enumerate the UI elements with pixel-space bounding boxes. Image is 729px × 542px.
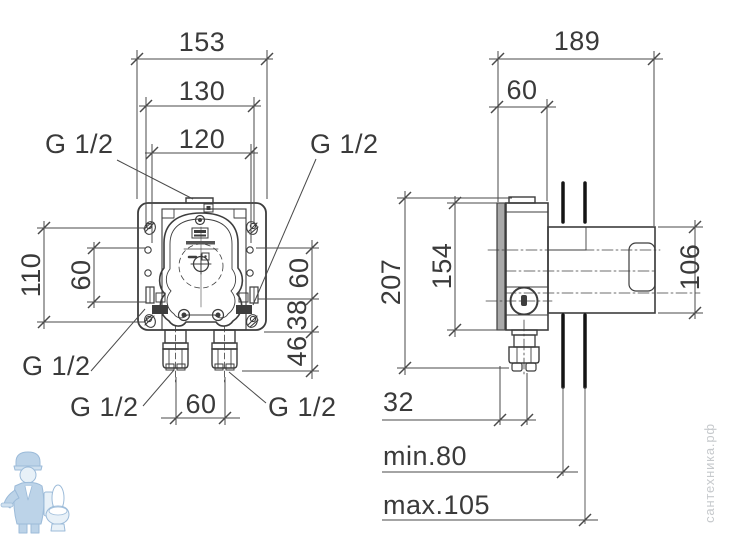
dim-front-width-screws: 130 xyxy=(179,76,226,106)
front-view-dimensions xyxy=(37,50,319,425)
port-label-mid-left: G 1/2 xyxy=(22,351,91,381)
outlet-pipe-left xyxy=(162,329,189,371)
port-label-top: G 1/2 xyxy=(45,129,114,159)
dim-front-height-holes: 60 xyxy=(66,259,96,290)
dim-front-outlet-spacing: 60 xyxy=(185,389,216,419)
dim-side-depth-max: max.105 xyxy=(383,490,490,520)
port-label-bottom-right: G 1/2 xyxy=(268,392,337,422)
side-port-left xyxy=(145,286,168,314)
watermark-plumber-mascot xyxy=(0,451,70,534)
dim-side-outlet-offset: 32 xyxy=(383,387,414,417)
dim-side-height-body: 154 xyxy=(427,243,457,290)
side-outlet-pipe xyxy=(508,329,540,372)
dim-front-right-38: 38 xyxy=(282,299,312,330)
dimension-labels: 153 130 120 G 1/2 G 1/2 110 60 60 38 46 … xyxy=(16,26,705,520)
dim-side-depth-min: min.80 xyxy=(383,441,467,471)
dim-front-width-outer: 153 xyxy=(179,27,226,57)
dim-side-block-height: 106 xyxy=(675,244,705,291)
port-label-right: G 1/2 xyxy=(310,129,379,159)
port-label-bottom-left: G 1/2 xyxy=(70,392,139,422)
side-view-dimensions xyxy=(382,51,703,527)
dim-front-right-60: 60 xyxy=(284,257,314,288)
watermark-site-text: сантехника.рф xyxy=(702,423,717,523)
dim-side-depth-front: 60 xyxy=(506,75,537,105)
dim-front-height-screws: 110 xyxy=(16,253,46,298)
side-view-body xyxy=(485,196,701,378)
dim-side-height-total: 207 xyxy=(376,259,406,306)
corner-screws xyxy=(143,221,259,328)
brand-plate-marks xyxy=(183,227,219,261)
dim-front-right-46: 46 xyxy=(282,335,312,366)
dim-front-width-holes: 120 xyxy=(179,124,226,154)
front-view-body xyxy=(137,197,267,383)
dim-side-depth-total: 189 xyxy=(554,26,601,56)
wall-finish-lines xyxy=(561,181,587,389)
